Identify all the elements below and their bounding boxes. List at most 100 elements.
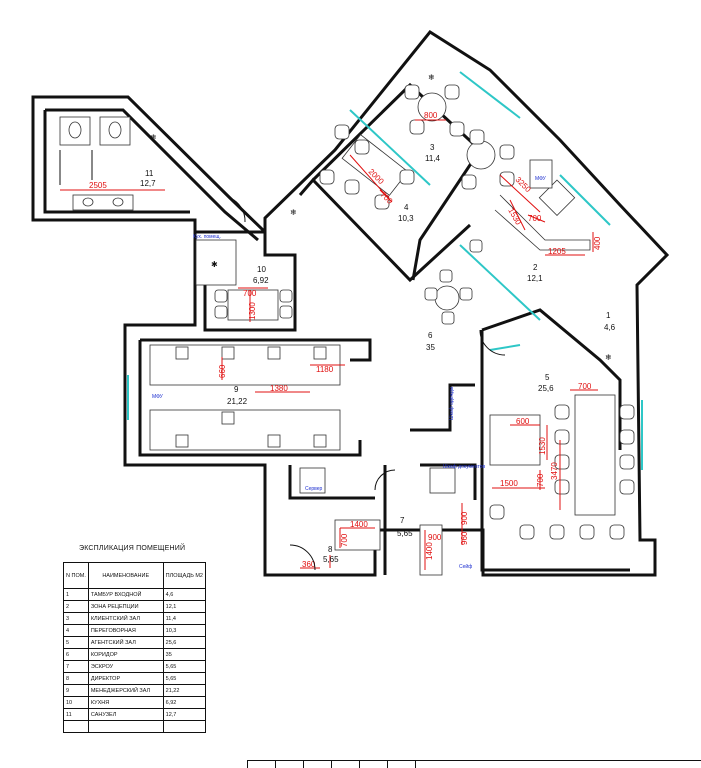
svg-text:11,4: 11,4 (425, 154, 441, 163)
room-marker-9: 921,22 (227, 385, 248, 406)
room-marker-5: 525,6 (538, 373, 554, 393)
legend-cell-name: ЗОНА РЕЦЕПЦИИ (87, 600, 164, 613)
svg-text:5,65: 5,65 (323, 555, 339, 564)
legend-cell-name: КЛИЕНТСКИЙ ЗАЛ (87, 612, 164, 625)
legend-cell-num: 9 (63, 684, 89, 697)
managers-furniture: МФУ (149, 344, 341, 451)
title-block (247, 760, 701, 768)
legend-header-num: N ПОМ. (63, 562, 89, 589)
dim-label: 900 (428, 533, 442, 542)
svg-text:4: 4 (404, 203, 409, 212)
svg-text:21,22: 21,22 (227, 397, 248, 406)
legend-cell-num: 8 (63, 672, 89, 685)
wall-inner-left (43, 110, 190, 214)
dim-label: 700 (340, 533, 349, 547)
dim-label: 900 (460, 511, 469, 525)
svg-text:12,7: 12,7 (140, 179, 156, 188)
svg-text:3: 3 (430, 143, 435, 152)
svg-text:25,6: 25,6 (538, 384, 554, 393)
svg-text:5,65: 5,65 (397, 529, 413, 538)
svg-text:6: 6 (428, 331, 433, 340)
dim-label: 1205 (548, 247, 566, 256)
room-marker-10: 106,92 (253, 265, 269, 285)
legend-cell-num: 2 (63, 600, 89, 613)
dim-label: 1500 (500, 479, 518, 488)
dim-label: 1300 (248, 302, 257, 320)
dim-label: 600 (516, 417, 530, 426)
legend-cell-num: 6 (63, 648, 89, 661)
wall-sanuzel (31, 30, 670, 577)
svg-text:35: 35 (426, 343, 435, 352)
room-markers: 14,6 212,1 311,4 410,3 525,6 635 75,65 8… (140, 143, 616, 564)
dim-label: 960 (460, 531, 469, 545)
svg-text:7: 7 (400, 516, 405, 525)
legend-cell-name: ТАМБУР ВХОДНОЙ (87, 588, 164, 601)
legend-cell-area: 11,4 (162, 612, 207, 625)
dim-label: 3470 (550, 462, 559, 480)
mfu-label-2: МФУ (152, 394, 164, 400)
meeting-furniture (319, 124, 415, 210)
legend-cell-name: КОРИДОР (87, 648, 164, 661)
svg-text:8: 8 (328, 545, 333, 554)
svg-text:❄: ❄ (150, 133, 157, 142)
legend-cell-name: ПЕРЕГОВОРНАЯ (87, 624, 164, 637)
legend-cell-area: 25,6 (162, 636, 207, 649)
legend-cell-area: 6,92 (162, 696, 207, 709)
legend-cell-area: 12,1 (162, 600, 207, 613)
agents-furniture: Шкаф одежды (449, 386, 635, 540)
room-marker-8: 85,65 (323, 545, 339, 564)
legend-cell-area: 4,6 (162, 588, 207, 601)
svg-text:6,92: 6,92 (253, 276, 269, 285)
legend-cell-area (162, 720, 207, 733)
reception-furniture: МФУ (494, 159, 591, 251)
legend-cell-area: 5,65 (162, 672, 207, 685)
svg-text:4,6: 4,6 (604, 323, 616, 332)
svg-text:10,3: 10,3 (398, 214, 414, 223)
dim-label: 660 (218, 364, 227, 378)
legend-cell-name: ЭСКРОУ (87, 660, 164, 673)
legend-header-name: НАИМЕНОВАНИЕ (87, 562, 164, 589)
wall-agents-top (481, 308, 622, 450)
legend-cell-name: САНУЗЕЛ (87, 708, 164, 721)
wall-managers-bottom (138, 340, 362, 457)
svg-text:❄: ❄ (605, 353, 612, 362)
wall-wardrobe (410, 383, 475, 432)
dim-label: 1400 (425, 542, 434, 560)
legend-cell-num: 10 (63, 696, 89, 709)
server-label: Сервер (305, 486, 323, 492)
wall-agents-left (480, 330, 630, 572)
client-furniture: ❄ (404, 73, 515, 190)
legend-cell-num: 5 (63, 636, 89, 649)
svg-text:✱: ✱ (211, 260, 218, 269)
room-marker-7: 75,65 (397, 516, 413, 538)
svg-text:10: 10 (257, 265, 266, 274)
dim-label: 2505 (89, 181, 107, 190)
wall-offices-top (288, 465, 375, 500)
dim-label: 1400 (350, 520, 368, 529)
dimension-lines (60, 119, 598, 570)
legend-cell-area: 21,22 (162, 684, 207, 697)
wardrobe-label: Шкаф одежды (449, 386, 455, 420)
wall-inner-top (45, 108, 259, 242)
wall-managers-top (140, 338, 372, 362)
kitchen-furniture: ✱ Кух. помещ. (193, 234, 293, 321)
svg-text:11: 11 (145, 169, 154, 178)
dim-label: 1380 (270, 384, 288, 393)
legend-cell-num: 7 (63, 660, 89, 673)
legend-header-row: N ПОМ. НАИМЕНОВАНИЕ ПЛОЩАДЬ М2 (63, 562, 207, 589)
legend-cell-name: МЕНЕДЖЕРСКИЙ ЗАЛ (87, 684, 164, 697)
legend-title: ЭКСПЛИКАЦИЯ ПОМЕЩЕНИЙ (79, 545, 186, 552)
svg-text:1: 1 (606, 311, 611, 320)
legend-cell-num: 1 (63, 588, 89, 601)
